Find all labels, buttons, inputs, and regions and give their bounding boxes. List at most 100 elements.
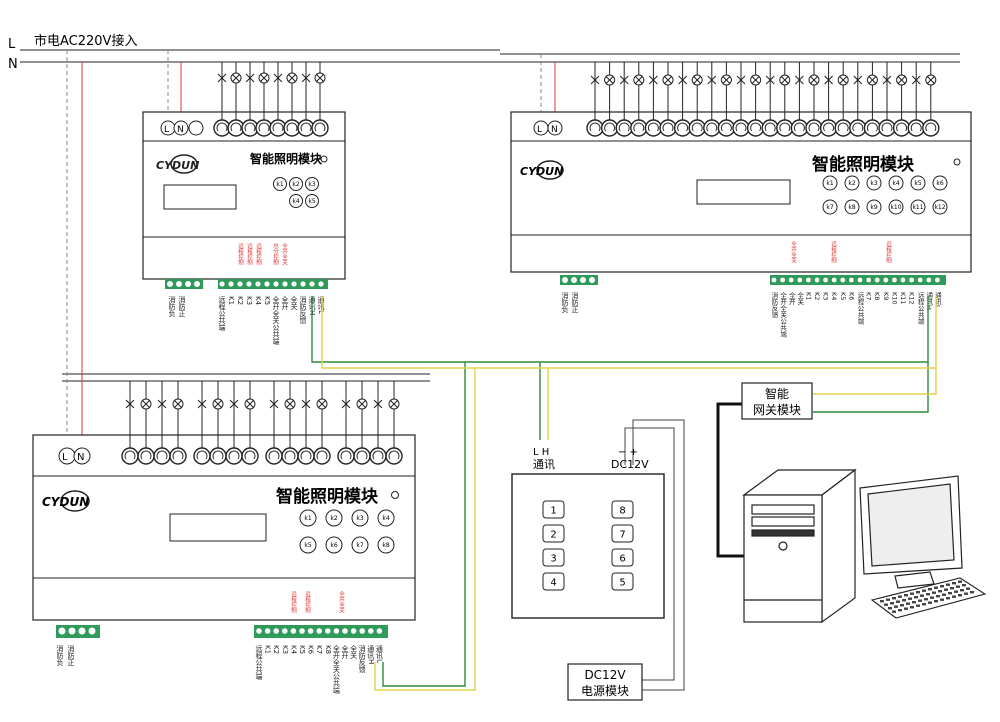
- bottom-left-display: [169, 513, 267, 542]
- panel-button-1[interactable]: 1: [550, 506, 556, 517]
- top-right-key-12: k12: [934, 204, 945, 211]
- top-left-red-label-1: 远程控制: [237, 242, 244, 267]
- gateway-line1: 智能: [765, 386, 789, 401]
- top-right-L: L: [537, 125, 542, 135]
- top-right-title: 智能照明模块: [812, 154, 915, 175]
- top-left-term-10: 消防反馈: [299, 295, 307, 325]
- top-left-signal-block: [218, 279, 328, 289]
- top-left-red-label-5: 全开全关: [281, 242, 288, 267]
- bottom-left-term-3: K2: [272, 645, 280, 654]
- top-right-N: N: [551, 125, 558, 135]
- top-right-term-13: K8: [873, 292, 881, 300]
- top-right-term-20: 通讯L: [933, 291, 941, 309]
- top-right-key-8: k8: [848, 204, 855, 211]
- top-right-fire-block: [560, 275, 598, 285]
- top-right-term-14: K9: [882, 292, 890, 300]
- top-left-key-2: k2: [292, 181, 299, 188]
- top-left-term-6: K5: [263, 296, 271, 305]
- top-right-load-terminal: [892, 119, 911, 137]
- panel-comm-label: 通讯: [533, 458, 555, 471]
- top-right-load-terminal: [615, 119, 633, 137]
- top-right-fire-pos: 消防正: [571, 291, 579, 313]
- top-right-key-11: k11: [912, 204, 923, 211]
- mains-L-label: L: [8, 37, 16, 52]
- panel-power-pins: − +: [618, 447, 638, 458]
- bottom-left-term-12: 全关: [350, 644, 358, 660]
- top-right-key-9: k9: [870, 204, 877, 211]
- bottom-left-key-6: k6: [330, 542, 337, 549]
- mains-lines: L N 市电AC220V接入: [8, 33, 960, 456]
- top-left-term-1: 远程公共端: [218, 296, 226, 332]
- top-left-logo: CYDUN: [156, 154, 199, 174]
- bottom-left-red-labels: 远程控制 远程控制 全开全关: [290, 590, 345, 615]
- top-right-load-terminal: [600, 119, 619, 137]
- top-right-red-label-2: 远程控制: [830, 240, 837, 265]
- top-left-loads: [221, 62, 321, 120]
- bottom-left-term-7: K6: [307, 645, 315, 655]
- top-left-keys: k1 k2 k3 k4 k5: [273, 177, 319, 208]
- bottom-left-brand: CYDUN: [42, 495, 89, 509]
- bottom-left-red-label-2: 远程控制: [304, 590, 311, 615]
- top-right-load-terminal: [703, 119, 721, 137]
- bottom-left-load-terminals: [121, 381, 403, 465]
- bottom-left-L: L: [62, 452, 68, 463]
- panel-comm-pins: L H: [533, 447, 549, 458]
- top-left-key-5: k5: [308, 198, 315, 205]
- panel-button-6[interactable]: 6: [619, 554, 625, 565]
- top-right-term-16: K11: [899, 292, 907, 305]
- monitor-icon: [859, 475, 963, 589]
- bottom-left-key-4: k4: [382, 515, 389, 522]
- top-left-red-label-4: 总分控制: [272, 242, 279, 267]
- bottom-left-term-5: K4: [289, 645, 297, 655]
- top-right-term-4: 全关: [796, 291, 804, 307]
- bottom-left-term-15: 通讯L: [375, 644, 383, 663]
- bottom-left-logo: CYDUN: [42, 490, 90, 512]
- panel-button-4[interactable]: 4: [550, 578, 556, 589]
- top-left-N: N: [177, 125, 184, 135]
- top-right-load-terminal: [659, 119, 677, 137]
- top-left-fire-neg: 消防负: [168, 295, 176, 318]
- top-left-L: L: [164, 125, 169, 135]
- top-right-term-2: 全开全关公共端: [779, 291, 787, 339]
- top-right-load-terminal: [630, 119, 648, 137]
- top-left-fire-block: [165, 279, 203, 289]
- panel-button-3[interactable]: 3: [550, 554, 556, 565]
- top-right-load-terminal: [732, 119, 750, 137]
- bottom-left-term-9: K8: [324, 645, 332, 654]
- top-left-ln-terminals: L N: [160, 120, 204, 136]
- bottom-left-key-2: k2: [330, 515, 337, 522]
- top-right-term-9: K5: [839, 292, 847, 300]
- top-right-term-5: K1: [804, 292, 812, 300]
- panel-button-5[interactable]: 5: [619, 578, 625, 589]
- module-top-left: L N CYDUN 智能照明模块 k1 k2 k3: [142, 62, 346, 346]
- top-right-term-12: K7: [865, 292, 873, 300]
- top-left-term-2: K1: [227, 296, 235, 305]
- top-right-load-terminal: [586, 119, 604, 137]
- top-right-term-3: 全开: [787, 291, 795, 307]
- bottom-left-title: 智能照明模块: [276, 486, 379, 507]
- bottom-left-N: N: [77, 452, 84, 463]
- top-right-term-8: K4: [830, 292, 838, 300]
- top-right-key-6: k6: [936, 180, 943, 187]
- panel-button-8[interactable]: 8: [619, 506, 625, 517]
- panel-button-2[interactable]: 2: [550, 530, 556, 541]
- gateway-module: 智能 网关模块: [741, 382, 813, 420]
- psu-line1: DC12V: [584, 668, 626, 682]
- top-right-term-15: K10: [890, 292, 898, 305]
- bottom-left-term-1: 远程公共端: [255, 645, 263, 681]
- mains-title: 市电AC220V接入: [34, 33, 137, 49]
- panel-button-7[interactable]: 7: [619, 530, 625, 541]
- top-right-key-10: k10: [890, 204, 901, 211]
- pc-tower-icon: [742, 468, 857, 624]
- bottom-left-key-1: k1: [304, 515, 311, 522]
- bottom-left-fire-block: [56, 625, 100, 638]
- psu-line2: 电源模块: [581, 684, 629, 698]
- bottom-left-fire-labels: 消防负 消防正: [56, 644, 75, 667]
- bottom-left-fire-neg: 消防负: [56, 644, 64, 667]
- bottom-left-key-3: k3: [356, 515, 363, 522]
- top-right-fire-neg: 消防负: [561, 291, 569, 314]
- top-left-term-9: 全关: [290, 295, 298, 311]
